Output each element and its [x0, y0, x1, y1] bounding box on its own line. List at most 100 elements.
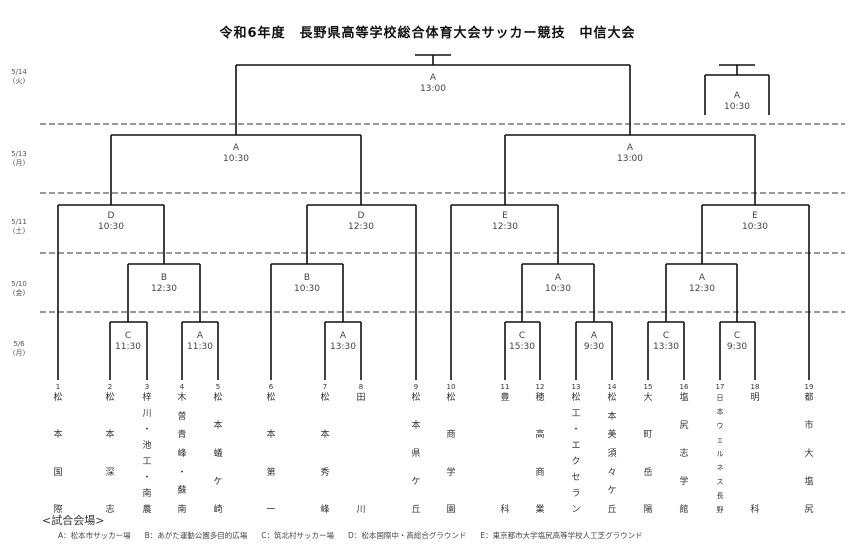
match-venue: A	[233, 143, 240, 153]
team-name-char: 本	[411, 421, 421, 431]
match-venue: A	[430, 73, 437, 83]
team-name-char: 川	[356, 505, 366, 515]
page-title: 令和6年度 長野県高等学校総合体育大会サッカー競技 中信大会	[219, 26, 636, 41]
venues-heading: <試合会場>	[42, 514, 105, 527]
team-number: 1	[55, 383, 61, 391]
team-name-char: ス	[716, 478, 724, 486]
team-number: 9	[413, 383, 419, 391]
team-name-char: ク	[571, 457, 581, 467]
team-name-char: 松	[53, 393, 63, 403]
team-name-char: 深	[105, 467, 115, 478]
match-time: 10:30	[223, 154, 249, 164]
team-name-char: 穂	[535, 393, 545, 403]
team-name-char: 志	[679, 449, 689, 459]
match-venue: C	[125, 331, 131, 341]
team-name-char: ケ	[607, 486, 617, 497]
team-name-char: 蘇	[177, 486, 187, 497]
team-name-char: ネ	[716, 464, 724, 472]
team-name-char: 商	[446, 430, 456, 441]
date-value: 5/14	[11, 68, 27, 76]
team-number: 18	[750, 383, 760, 391]
team-name-char: 須	[607, 448, 617, 459]
team-name-char: 峰	[320, 504, 330, 515]
date-label: 5/13(月)	[4, 150, 34, 168]
match-time: 9:30	[727, 342, 747, 352]
team-name-char: 日	[716, 394, 724, 402]
team-name-char: 松	[320, 393, 330, 403]
team-name-char: 崎	[213, 505, 223, 515]
team-number: 4	[179, 383, 185, 391]
team-name-char: 一	[266, 504, 276, 515]
match-venue: A	[699, 273, 706, 283]
team-name-char: ケ	[411, 477, 421, 487]
match-time: 11:30	[187, 342, 213, 352]
team-name-char: ・	[571, 425, 581, 435]
team-name-char: 松	[411, 393, 421, 403]
match-time: 13:30	[653, 342, 679, 352]
team-name-char: 美	[607, 430, 617, 441]
team-name-char: エ	[571, 441, 581, 451]
team-name-char: 豊	[500, 393, 510, 403]
date-label: 5/11(土)	[4, 218, 34, 236]
team-name-char: 田	[356, 393, 366, 403]
date-value: 5/6	[13, 340, 25, 348]
team-name-char: 学	[679, 477, 689, 487]
match-time: 10:30	[742, 222, 768, 232]
team-name-char: 本	[716, 408, 724, 416]
team-name-char: 丘	[607, 504, 617, 515]
team-name-char: 南	[142, 489, 152, 499]
team-name-char: ウ	[716, 422, 724, 430]
team-number: 15	[643, 383, 653, 391]
match-venue: A	[555, 273, 562, 283]
match-venue: E	[752, 211, 758, 221]
venue-item: A：松本市サッカー場	[58, 531, 131, 540]
team-name-char: 南	[177, 504, 187, 515]
team-name-char: 々	[607, 467, 617, 478]
day-of-week: (土)	[12, 227, 26, 235]
match-venue: C	[519, 331, 525, 341]
team-name-char: ェ	[716, 436, 724, 444]
date-value: 5/10	[11, 280, 27, 288]
team-name-char: 梓	[142, 393, 152, 403]
team-name-char: 大	[643, 393, 653, 403]
day-of-week: (火)	[12, 77, 26, 85]
team-name-char: 工	[571, 409, 581, 419]
match-venue: C	[663, 331, 669, 341]
team-name-char: 館	[679, 505, 689, 515]
team-name-char: 松	[571, 393, 581, 403]
team-name-char: 本	[607, 411, 617, 422]
match-venue: A	[734, 91, 741, 101]
match-time: 12:30	[151, 284, 177, 294]
match-time: 9:30	[584, 342, 604, 352]
team-name-char: 大	[804, 449, 814, 459]
team-name-char: 本	[266, 430, 276, 441]
match-venue: A	[627, 143, 634, 153]
team-number: 13	[571, 383, 581, 391]
date-label: 5/6(月)	[4, 340, 34, 358]
team-number: 16	[679, 383, 689, 391]
team-name-char: 木	[177, 393, 187, 403]
team-name-char: 塩	[679, 393, 689, 403]
team-name-char: 園	[446, 504, 456, 515]
day-of-week: (金)	[12, 289, 26, 297]
match-venue: B	[161, 273, 167, 283]
team-name-char: 野	[716, 506, 724, 514]
team-name-char: ル	[716, 450, 724, 458]
team-name-char: 本	[320, 430, 330, 441]
team-name-char: 松	[446, 393, 456, 403]
team-name-char: 際	[53, 504, 63, 515]
match-time: 10:30	[724, 102, 750, 112]
match-venue: B	[304, 273, 310, 283]
